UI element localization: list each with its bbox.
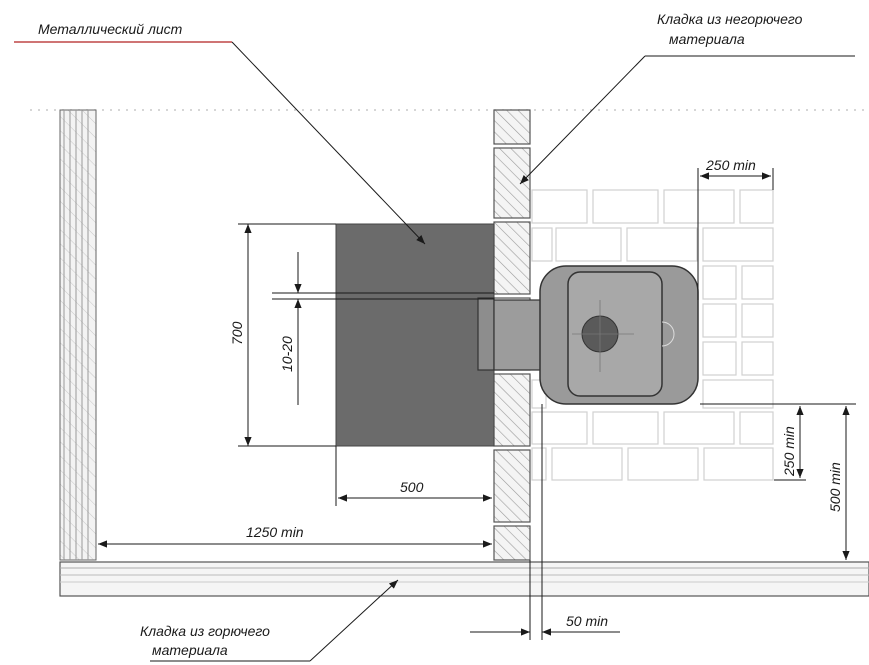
dim-side-clearance-label: 250 min [705,157,756,173]
flammable-leader [150,579,399,662]
dim-front-clearance-label: 1250 min [246,524,304,540]
dim-wall-gap [470,404,620,640]
dim-side-clearance [697,168,774,300]
dim-wall-gap-label: 50 min [566,613,608,629]
nonflammable-label-line1: Кладка из негорючего [657,11,803,27]
stove-tunnel [493,299,545,371]
nonflammable-leader [519,55,855,185]
stove-door-frame [477,297,495,371]
metal-sheet-label: Металлический лист [38,21,183,37]
flammable-label-line2: материала [152,642,228,658]
metal-sheet-leader [14,41,426,245]
left-wall [59,109,97,561]
dim-sheet-height [238,223,336,447]
dim-gap-label: 10-20 [279,336,295,372]
dim-sheet-height-label: 700 [229,321,245,345]
dim-bottom-250-label: 250 min [781,426,797,477]
dim-sheet-depth [335,446,492,506]
dim-bottom-250 [700,403,856,481]
nonflammable-label-line2: материала [669,31,745,47]
dim-gap [272,252,494,405]
floor [59,561,869,597]
dim-sheet-depth-label: 500 [400,479,424,495]
dim-bottom-500-label: 500 min [827,462,843,512]
metal-sheet [335,223,495,447]
flammable-label-line1: Кладка из горючего [140,623,270,639]
stove [477,265,699,405]
